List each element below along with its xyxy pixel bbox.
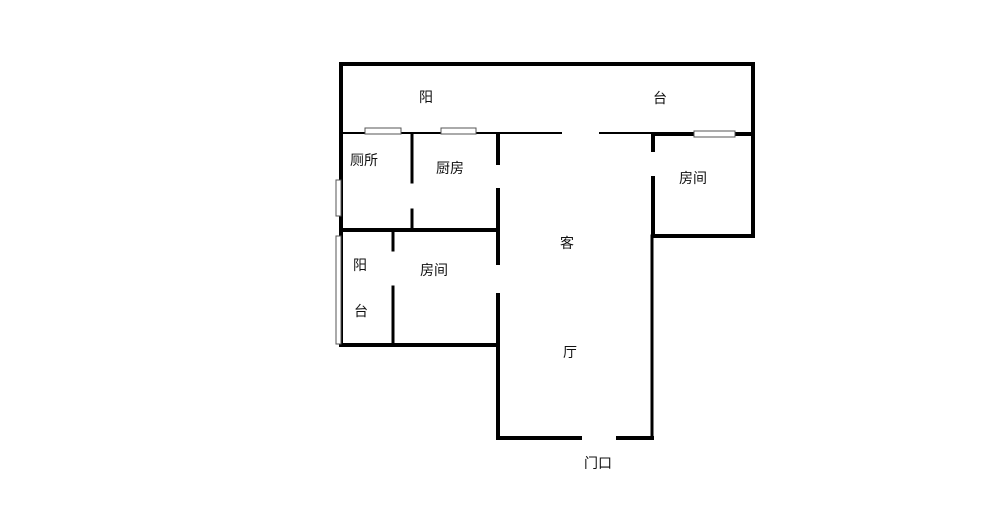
label-bedroom-left: 房间 <box>420 263 448 279</box>
window <box>440 127 477 135</box>
window <box>335 235 342 345</box>
window <box>693 130 736 138</box>
label-toilet: 厕所 <box>350 153 378 169</box>
label-balcony-top-left: 阳 <box>419 90 433 106</box>
label-living-bottom: 厅 <box>563 345 577 361</box>
label-bedroom-right: 房间 <box>679 171 707 187</box>
label-kitchen: 厨房 <box>436 161 464 177</box>
label-living-top: 客 <box>560 235 574 252</box>
wall-bedroom-left-right <box>496 293 582 440</box>
label-side-balcony-top: 阳 <box>353 258 367 274</box>
window <box>335 179 342 217</box>
label-side-balcony-bottom: 台 <box>354 304 368 320</box>
label-balcony-top-right: 台 <box>653 91 667 107</box>
wall-balcony-outer <box>339 62 755 135</box>
label-entrance: 门口 <box>584 456 612 472</box>
window <box>364 127 402 135</box>
